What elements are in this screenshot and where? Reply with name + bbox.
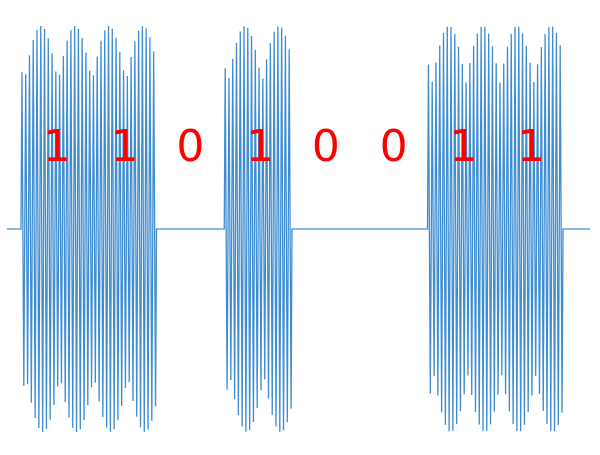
bit-label-1: 1 <box>111 121 139 172</box>
bit-label-4: 0 <box>312 121 340 172</box>
waveform <box>7 26 590 432</box>
bit-label-6: 1 <box>449 121 477 172</box>
bit-label-7: 1 <box>517 121 545 172</box>
ook-signal-trace <box>7 26 590 432</box>
bit-label-2: 0 <box>176 121 204 172</box>
bit-label-3: 1 <box>246 121 274 172</box>
bit-label-0: 1 <box>43 121 71 172</box>
bit-label-5: 0 <box>380 121 408 172</box>
